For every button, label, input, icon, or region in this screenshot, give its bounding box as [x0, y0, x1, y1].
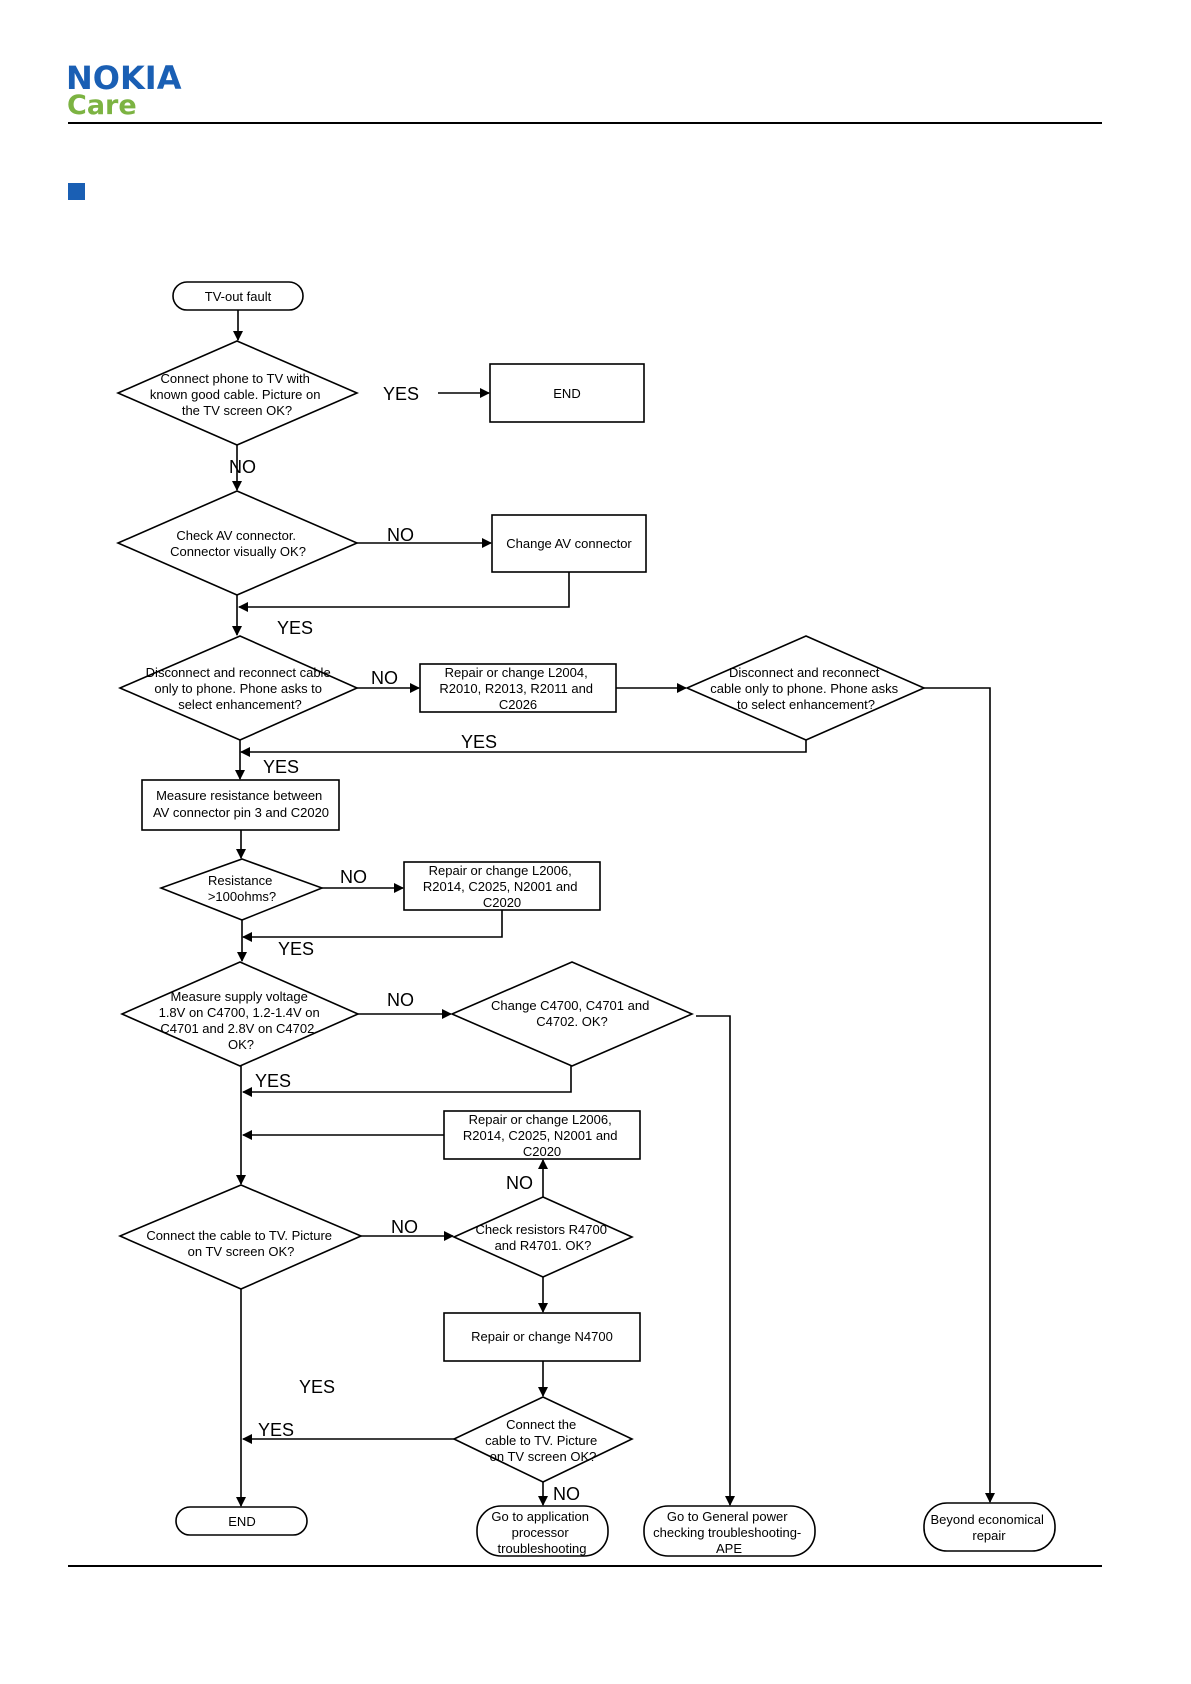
- text-beyond: Beyond economical repair: [930, 1512, 1047, 1543]
- text-q-enhancement-2: Disconnect and reconnect cable only to p…: [710, 665, 902, 712]
- care-logo: Care: [67, 90, 137, 121]
- text-goto-app: Go to application processor troubleshoot…: [491, 1509, 592, 1556]
- text-repair-l2006-b: Repair or change L2006, R2014, C2025, N2…: [463, 1112, 621, 1159]
- text-q-supply: Measure supply voltage 1.8V on C4700, 1.…: [159, 989, 324, 1052]
- label-no-supply: NO: [387, 990, 414, 1010]
- label-no-res: NO: [340, 867, 367, 887]
- label-no-av: NO: [387, 525, 414, 545]
- edge-caps-power: [696, 1015, 735, 1506]
- label-yes-end-top: YES: [383, 384, 419, 404]
- node-goto-power: [643, 1505, 816, 1557]
- node-end-bottom: [175, 1506, 308, 1536]
- edge-caps-back: [242, 1066, 572, 1097]
- node-repair-l2006-a: [403, 861, 601, 911]
- edge-enh2-back: [240, 740, 807, 757]
- text-q-cable-ok: Connect phone to TV with known good cabl…: [150, 371, 324, 418]
- header-rule: [68, 122, 1102, 124]
- label-no-enh: NO: [371, 668, 398, 688]
- label-yes-enh: YES: [263, 757, 299, 777]
- text-goto-power: Go to General power checking troubleshoo…: [653, 1509, 805, 1556]
- label-yes-res: YES: [278, 939, 314, 959]
- text-measure-resistance: Measure resistance between AV connector …: [153, 788, 329, 820]
- text-q-av-connector: Check AV connector. Connector visually O…: [170, 528, 306, 559]
- text-end-top: END: [553, 386, 580, 401]
- label-yes-cable-tv: YES: [299, 1377, 335, 1397]
- text-q-change-caps: Change C4700, C4701 and C4702. OK?: [491, 998, 653, 1029]
- label-no-q1: NO: [229, 457, 256, 477]
- node-q-resistors: [452, 1196, 634, 1278]
- node-goto-app: [476, 1505, 609, 1557]
- text-q-resistors: Check resistors R4700 and R4701. OK?: [475, 1222, 610, 1253]
- label-yes-cable-tv2: YES: [258, 1420, 294, 1440]
- edge-enh2-beyond: [924, 687, 995, 1503]
- node-end-top: [489, 363, 645, 423]
- label-yes-enh2: YES: [461, 732, 497, 752]
- node-repair-l2006-b: [443, 1110, 641, 1160]
- node-beyond: [923, 1502, 1056, 1552]
- text-end-bottom: END: [228, 1514, 255, 1529]
- text-q-resistance: Resistance >100ohms?: [208, 873, 276, 904]
- footer-rule: [68, 1565, 1102, 1567]
- section-bullet-icon: [68, 183, 85, 200]
- node-q-supply: [120, 961, 360, 1067]
- text-repair-n4700: Repair or change N4700: [471, 1329, 613, 1344]
- node-measure-resistance: [141, 779, 340, 831]
- edge-change-back: [238, 572, 570, 612]
- text-repair-l2006-a: Repair or change L2006, R2014, C2025, N2…: [423, 863, 581, 910]
- label-no-resistors: NO: [506, 1173, 533, 1193]
- node-q-change-caps: [449, 961, 695, 1067]
- text-q-enhancement: Disconnect and reconnect cable only to p…: [146, 665, 335, 712]
- label-no-cable-tv2: NO: [553, 1484, 580, 1504]
- edge-repair-a-back: [242, 910, 503, 942]
- text-change-av: Change AV connector: [506, 536, 632, 551]
- label-yes-supply: YES: [255, 1071, 291, 1091]
- text-q-cable-tv: Connect the cable to TV. Picture on TV s…: [146, 1228, 335, 1259]
- node-q-av-connector: [116, 490, 360, 596]
- text-repair-l2004: Repair or change L2004, R2010, R2013, R2…: [439, 665, 596, 712]
- label-yes-av: YES: [277, 618, 313, 638]
- label-no-cable-tv: NO: [391, 1217, 418, 1237]
- text-q-cable-tv-2: Connect the cable to TV. Picture on TV s…: [485, 1417, 601, 1464]
- node-repair-l2004: [419, 663, 617, 713]
- node-repair-n4700: [443, 1312, 641, 1362]
- text-start: TV-out fault: [205, 289, 272, 304]
- nokia-logo: NOKIA: [66, 59, 182, 97]
